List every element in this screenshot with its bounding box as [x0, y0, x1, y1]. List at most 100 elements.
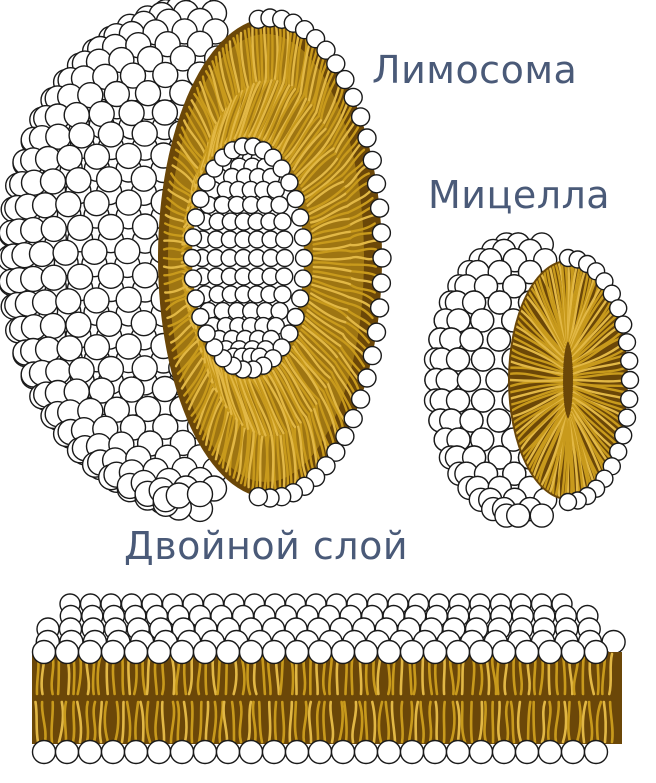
micelle-rim-head [615, 427, 632, 444]
bilayer-bottom-head [286, 741, 309, 764]
micelle-rim-head [622, 372, 639, 389]
bilayer-bottom-head [33, 741, 56, 764]
liposome-outer-head [97, 167, 122, 192]
bilayer-bottom-head [240, 741, 263, 764]
lipid-tail [401, 702, 402, 742]
liposome-inner-head [274, 213, 291, 230]
lipid-tail [122, 702, 124, 742]
bilayer-front-top-head [585, 641, 608, 664]
liposome-outer-head [56, 289, 81, 314]
liposome-inner-head [274, 286, 291, 303]
liposome-outer-head [132, 356, 157, 381]
bilayer-bottom-head [470, 741, 493, 764]
bilayer-front-top-head [171, 641, 194, 664]
lipid-tail [51, 702, 52, 742]
bilayer-front-top-head [424, 641, 447, 664]
micelle-label: Мицелла [428, 173, 610, 217]
liposome-outer-head [69, 123, 94, 148]
bilayer-structure [32, 594, 625, 764]
liposome-rim-head [363, 151, 381, 169]
micelle-rim-head [560, 494, 577, 511]
bilayer-bottom-head [378, 741, 401, 764]
liposome-inner-rim-head [292, 290, 309, 307]
micelle-head [447, 348, 470, 371]
liposome-outer-head [132, 121, 157, 146]
bilayer-front-top-head [148, 641, 171, 664]
lipid-tail [568, 702, 570, 742]
liposome-inner-head [271, 303, 288, 320]
liposome-outer-head [97, 311, 122, 336]
lipid-tail [94, 702, 96, 742]
bilayer-front-top-head [33, 641, 56, 664]
liposome-inner-rim-head [295, 270, 312, 287]
bilayer-bottom-head [102, 741, 125, 764]
lipid-tail [323, 702, 325, 742]
liposome-outer-head [68, 264, 93, 289]
micelle-head [487, 328, 510, 351]
bilayer-bottom-head [217, 741, 240, 764]
liposome-outer-head [116, 287, 141, 312]
micelle-head [530, 504, 553, 527]
bilayer-bottom-head [332, 741, 355, 764]
lipid-tail [444, 702, 445, 742]
bilayer-bottom-head [401, 741, 424, 764]
bilayer-label: Двойной слой [124, 524, 408, 568]
liposome-outer-head [133, 214, 158, 239]
liposome-structure [0, 0, 391, 521]
liposome-outer-head [84, 335, 109, 360]
micelle-rim-head [621, 391, 638, 408]
liposome-outer-head [33, 290, 58, 315]
liposome-outer-head [30, 241, 55, 266]
lipid-tail [240, 702, 242, 742]
liposome-outer-head [116, 190, 141, 215]
liposome-rim-head [358, 129, 376, 147]
liposome-inner-rim-head [296, 250, 313, 267]
micelle-rim-head [615, 316, 632, 333]
liposome-outer-head [41, 265, 66, 290]
micelle-head [460, 328, 483, 351]
liposome-rim-head [358, 369, 376, 387]
bilayer-bottom-head [309, 741, 332, 764]
liposome-inner-head [276, 231, 293, 248]
micelle-head [487, 409, 510, 432]
liposome-inner-rim-head [187, 290, 204, 307]
liposome-outer-head [115, 239, 140, 264]
bilayer-front-top-head [401, 641, 424, 664]
lipid-tail [542, 702, 545, 742]
bilayer-front-top-head [309, 641, 332, 664]
lipid-tail [100, 702, 102, 742]
liposome-outer-head [41, 313, 66, 338]
liposome-rim-head [336, 71, 354, 89]
liposome-outer-head [84, 191, 109, 216]
lipid-tail [73, 702, 74, 742]
liposome-outer-head [116, 334, 141, 359]
liposome-outer-head [98, 263, 123, 288]
bilayer-front-top-head [493, 641, 516, 664]
lipid-tail [492, 702, 493, 742]
bilayer-bottom-head [56, 741, 79, 764]
lipid-tail [192, 702, 193, 742]
liposome-outer-head [131, 166, 156, 191]
liposome-inner-rim-head [185, 229, 202, 246]
lipid-tail [422, 654, 423, 694]
liposome-inner-rim-head [187, 209, 204, 226]
lipid-tail [506, 702, 508, 742]
micelle-rim-head [619, 334, 636, 351]
bilayer-bottom-head [171, 741, 194, 764]
liposome-inner-rim-head [184, 250, 201, 267]
liposome-rim-head [344, 88, 362, 106]
bilayer-front-top-head [217, 641, 240, 664]
liposome-rim-head [363, 347, 381, 365]
micelle-head [472, 389, 495, 412]
liposome-rim-head [352, 108, 370, 126]
micelle-head [436, 369, 459, 392]
lipid-tail [178, 702, 179, 742]
bilayer-front-top-head [56, 641, 79, 664]
bilayer-front-top-head [263, 641, 286, 664]
lipid-tail [87, 702, 88, 742]
bilayer-front-top-head [447, 641, 470, 664]
liposome-inner-rim-head [185, 270, 202, 287]
lipid-tail [401, 654, 402, 694]
bilayer-bottom-head [516, 741, 539, 764]
lipid-tail [510, 380, 562, 381]
